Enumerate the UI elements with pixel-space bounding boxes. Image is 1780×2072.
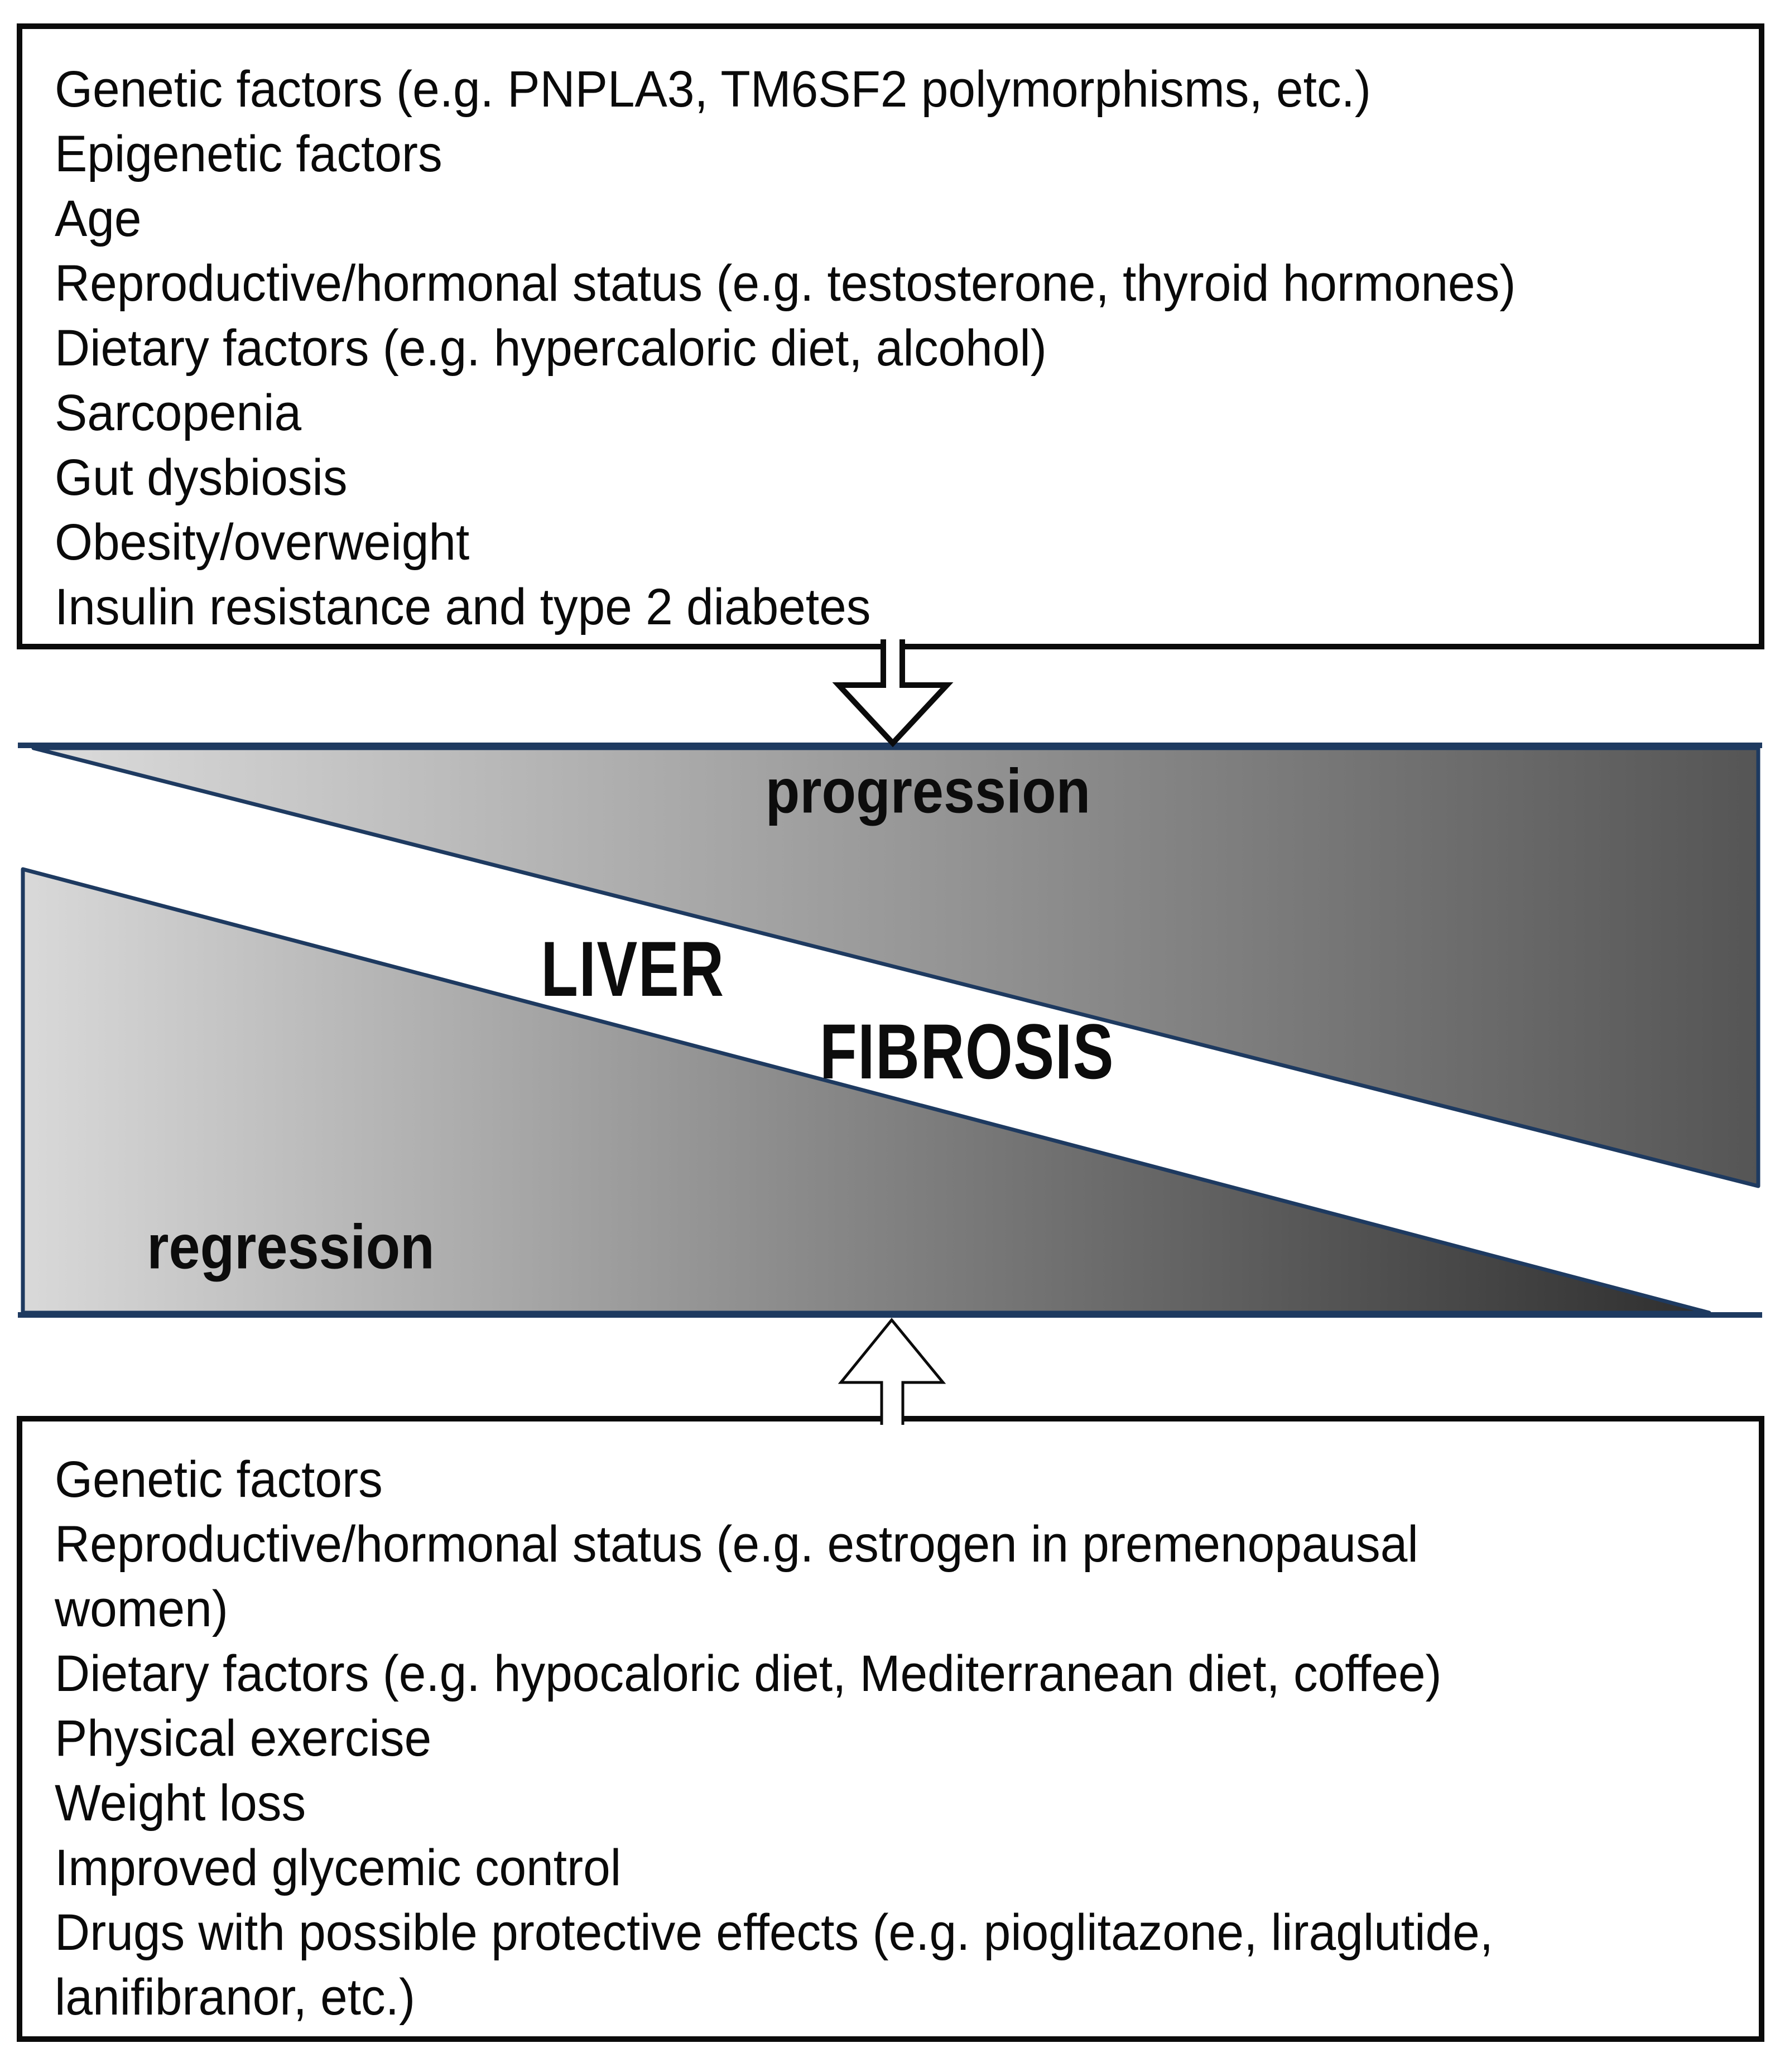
regression-factors-box: Genetic factors Reproductive/hormonal st… <box>17 1416 1764 2042</box>
progression-factor-item: Insulin resistance and type 2 diabetes <box>55 579 871 635</box>
progression-factor-item: Gut dysbiosis <box>55 449 348 506</box>
progression-factor-item: Reproductive/hormonal status (e.g. testo… <box>55 255 1516 312</box>
liver-fibrosis-label-line2: FIBROSIS <box>819 1008 1115 1095</box>
progression-factors-box: Genetic factors (e.g. PNPLA3, TM6SF2 pol… <box>17 23 1764 649</box>
regression-factor-item: Drugs with possible protective effects (… <box>55 1904 1494 1961</box>
regression-factor-item: women) <box>55 1580 228 1637</box>
regression-factor-item: lanifibranor, etc.) <box>55 1969 416 2026</box>
regression-factor-item: Reproductive/hormonal status (e.g. estro… <box>55 1516 1418 1573</box>
regression-factor-item: Genetic factors <box>55 1451 383 1508</box>
progression-factor-item: Obesity/overweight <box>55 514 470 571</box>
regression-factor-item: Weight loss <box>55 1775 306 1832</box>
progression-factor-item: Sarcopenia <box>55 384 302 441</box>
progression-label: progression <box>765 756 1091 826</box>
regression-factor-item: Physical exercise <box>55 1710 432 1767</box>
liver-fibrosis-label-line1: LIVER <box>541 925 725 1013</box>
up-block-arrow-icon <box>838 1318 946 1425</box>
progression-factor-item: Age <box>55 190 142 247</box>
down-block-arrow-icon <box>832 639 954 748</box>
progression-factor-item: Dietary factors (e.g. hypercaloric diet,… <box>55 320 1047 377</box>
regression-label: regression <box>147 1212 435 1282</box>
regression-factor-item: Improved glycemic control <box>55 1839 622 1896</box>
regression-factor-item: Dietary factors (e.g. hypocaloric diet, … <box>55 1645 1442 1702</box>
progression-factor-item: Epigenetic factors <box>55 126 442 182</box>
progression-factor-item: Genetic factors (e.g. PNPLA3, TM6SF2 pol… <box>55 61 1372 118</box>
